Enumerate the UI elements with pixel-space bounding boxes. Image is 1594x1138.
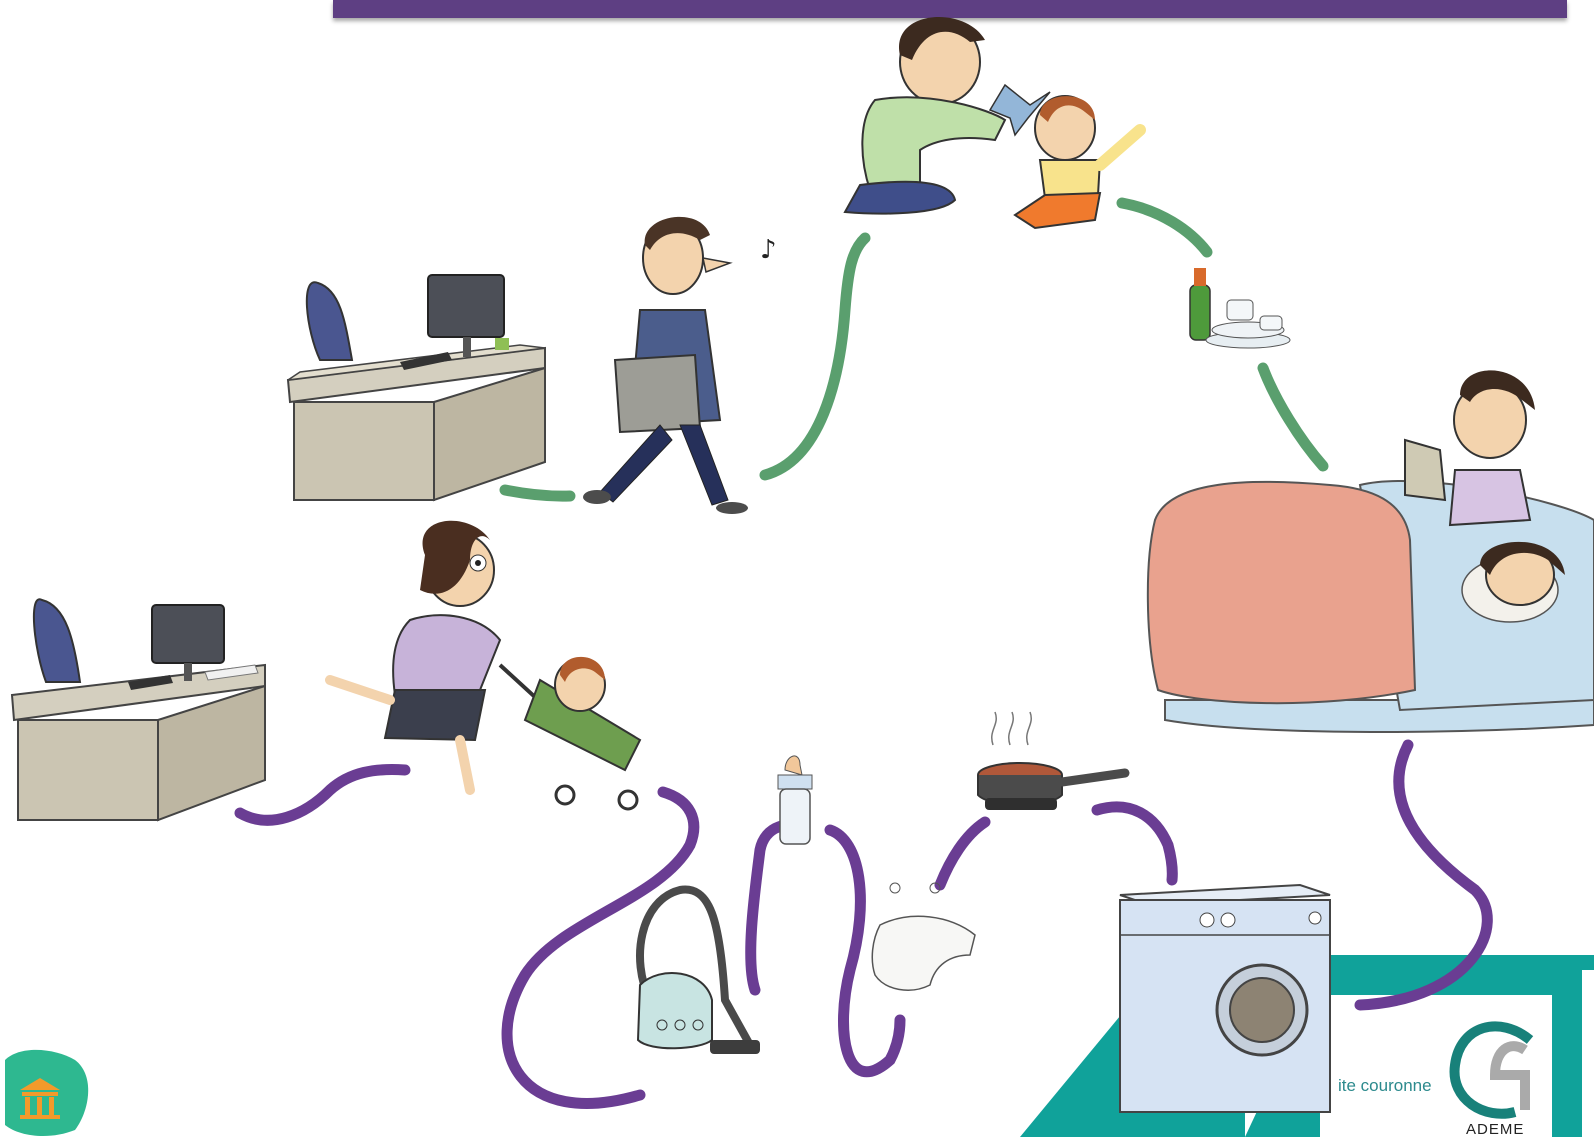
- partner-text: ite couronne: [1338, 1076, 1432, 1096]
- baby-bottle-icon: [778, 756, 812, 844]
- diaper-icon: [872, 883, 975, 990]
- washing-machine-icon: [1120, 885, 1330, 1112]
- office-desk-icon: [12, 599, 265, 820]
- walking-man-icon: ♪: [583, 217, 777, 514]
- couple-in-bed-icon: [1148, 370, 1594, 732]
- green-path: [505, 203, 1323, 496]
- office-desk-icon: [288, 275, 545, 500]
- father-playing-icon: [845, 17, 1140, 228]
- dishes-icon: [1190, 268, 1290, 348]
- institution-badge-icon: [5, 1050, 88, 1136]
- svg-text:♪: ♪: [760, 235, 777, 265]
- vacuum-cleaner-icon: [638, 890, 760, 1054]
- ademe-logo-text: ADEME: [1466, 1121, 1524, 1138]
- cooking-pot-icon: [978, 712, 1125, 810]
